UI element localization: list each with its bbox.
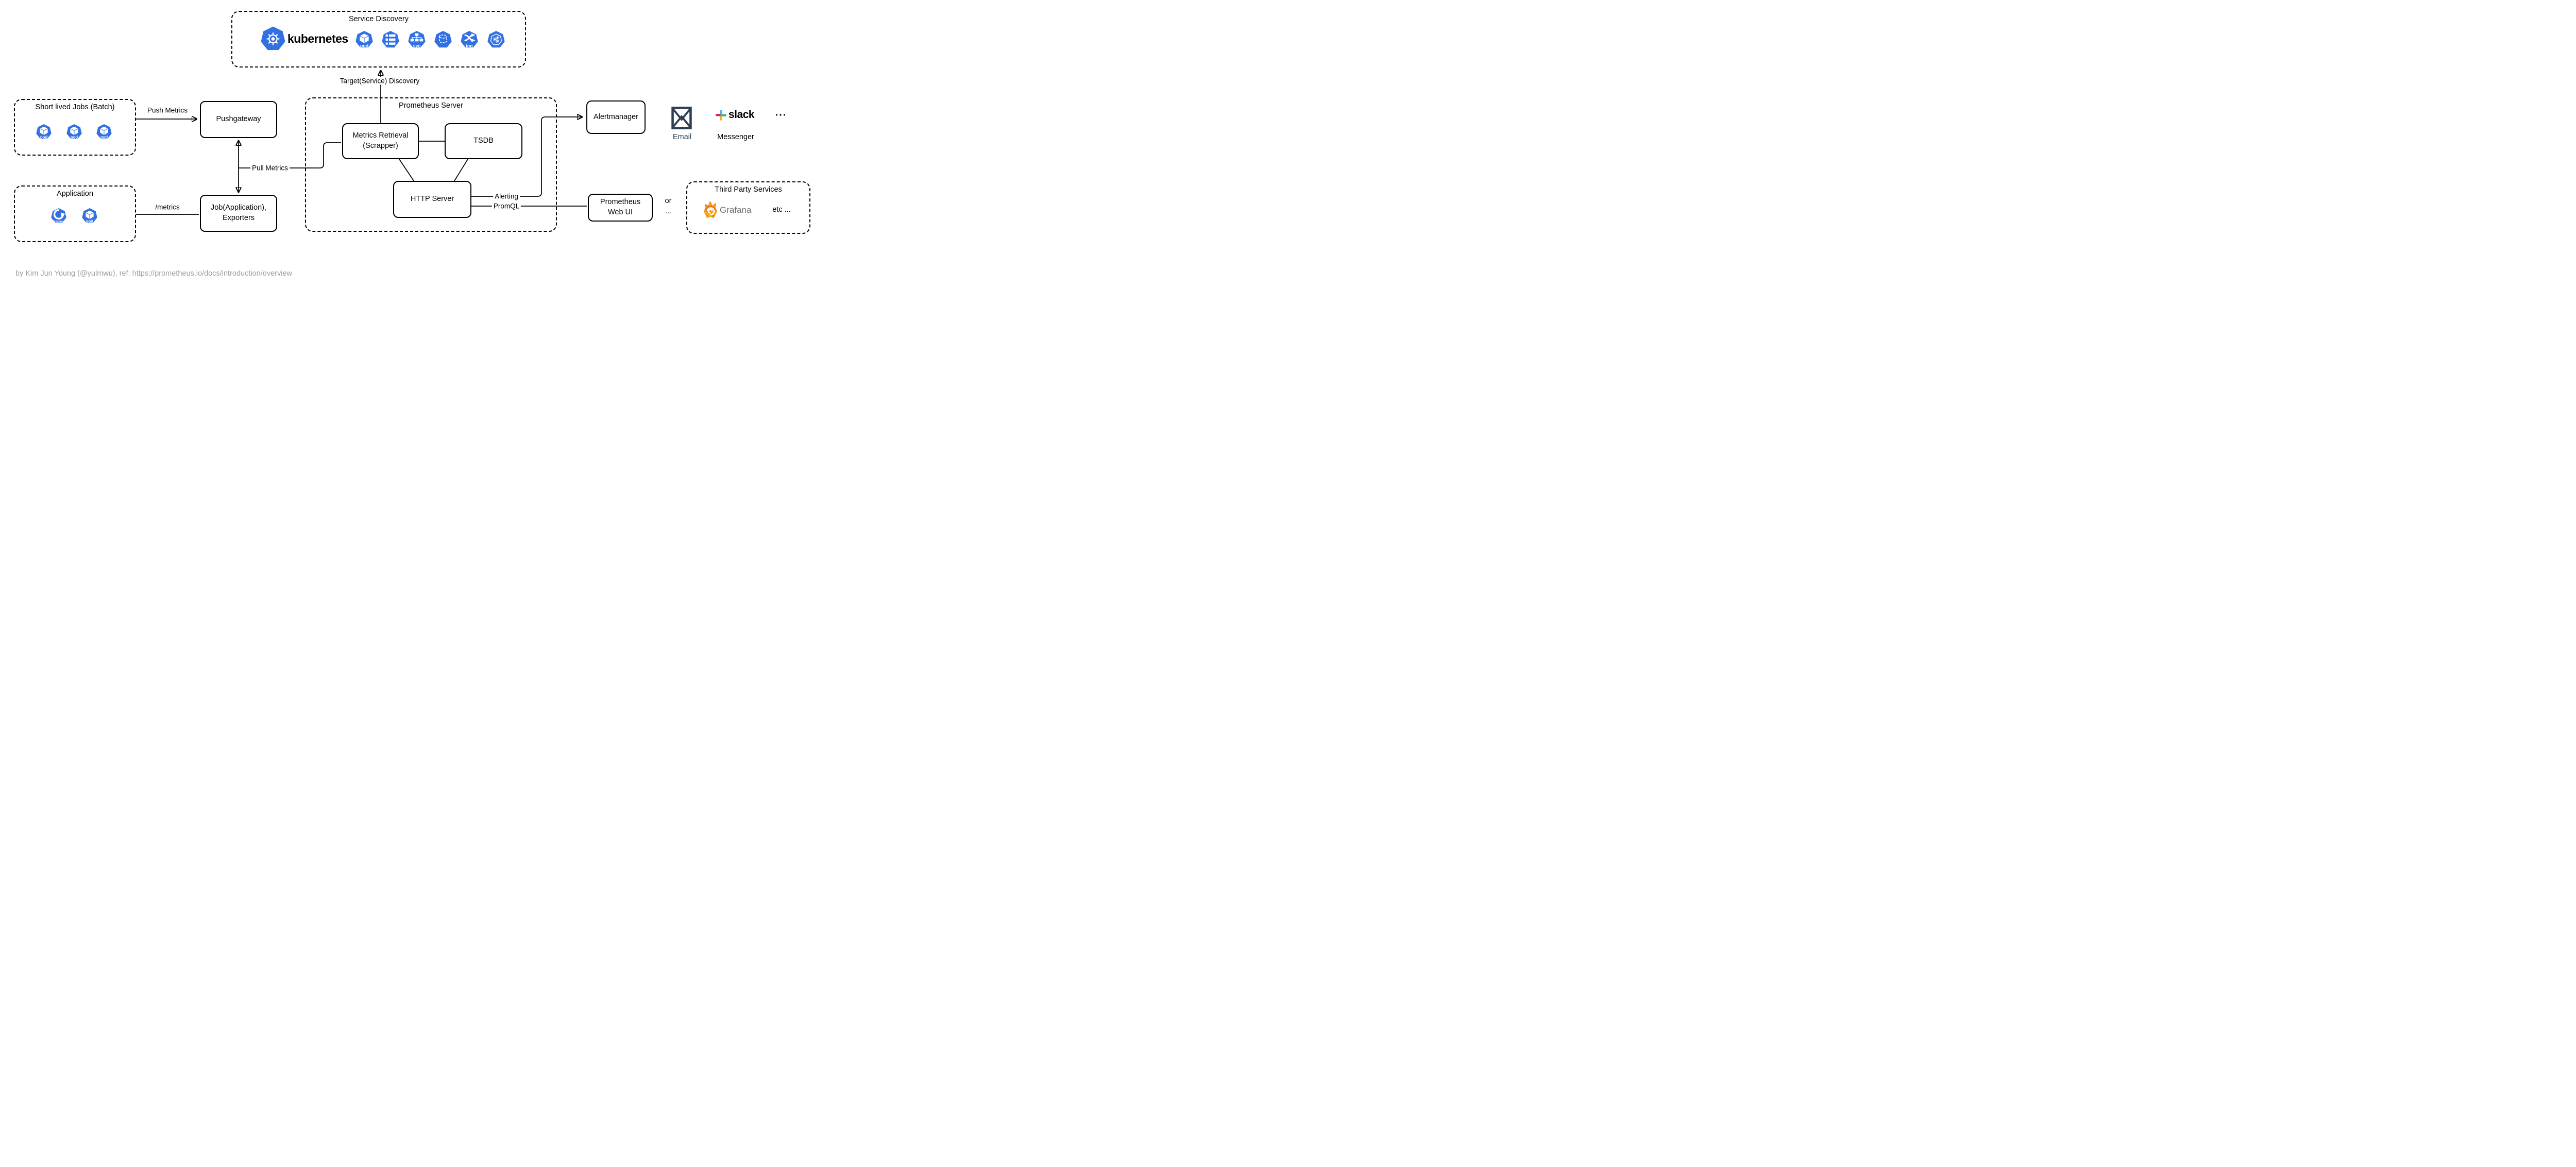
k8s-pod-label: pod: [360, 43, 368, 48]
pushgateway-label: Pushgateway: [216, 115, 261, 124]
etc-label: etc ...: [772, 206, 791, 214]
slack-icon: [715, 109, 727, 121]
pushgateway-node: Pushgateway: [200, 101, 277, 138]
k8s-replicaset-icon: [382, 30, 399, 49]
prometheus-web-ui-node: Prometheus Web UI: [588, 194, 653, 222]
grafana-wordmark: Grafana: [720, 205, 752, 215]
tsdb-label: TSDB: [473, 137, 494, 145]
push-metrics-label: Push Metrics: [145, 106, 190, 114]
metrics-retrieval-node: Metrics Retrieval (Scrapper): [342, 123, 419, 159]
http-server-label: HTTP Server: [410, 195, 454, 204]
tsdb-node: TSDB: [445, 123, 522, 159]
k8s-statefulset-icon: [434, 30, 452, 49]
prometheus-web-ui-line1: Prometheus: [600, 198, 641, 207]
pod-label: pod: [100, 135, 108, 140]
pod-icon: pod: [96, 123, 112, 141]
metrics-retrieval-line2: (Scrapper): [363, 142, 398, 150]
short-lived-jobs-group: Short lived Jobs (Batch): [14, 99, 136, 156]
prometheus-server-title: Prometheus Server: [399, 102, 463, 110]
k8s-svc-icon: svc: [408, 30, 426, 49]
pod-icon: pod: [36, 123, 52, 141]
metrics-path-label: /metrics: [154, 203, 181, 211]
prometheus-architecture-diagram: Service Discovery kubernetes pod: [0, 0, 819, 292]
k8s-ing-label: ing: [466, 43, 472, 48]
job-exporters-node: Job(Application), Exporters: [200, 195, 277, 232]
pod-label: pod: [40, 135, 48, 140]
more-notifications-dots: ...: [775, 107, 787, 119]
alerting-label: Alerting: [493, 192, 520, 200]
application-group: Application: [14, 185, 136, 242]
pod-icon: pod: [82, 207, 97, 225]
promql-label: PromQL: [492, 202, 521, 210]
grafana-icon: [703, 200, 718, 219]
footer-credit: by Kim Jun Young (@yulmwu), ref: https:/…: [15, 269, 292, 278]
job-exporters-line2: Exporters: [222, 214, 255, 222]
service-discovery-group: Service Discovery: [231, 11, 526, 67]
third-party-title: Third Party Services: [715, 185, 782, 194]
k8s-svc-label: svc: [413, 43, 421, 48]
k8s-components-icon: [487, 30, 505, 49]
target-discovery-label: Target(Service) Discovery: [338, 77, 421, 85]
k8s-ing-icon: ing: [461, 30, 478, 49]
deploy-label: deploy: [53, 220, 64, 224]
alertmanager-label: Alertmanager: [593, 112, 639, 121]
job-exporters-line1: Job(Application),: [211, 204, 266, 212]
email-label: Email: [672, 133, 692, 141]
metrics-retrieval-line1: Metrics Retrieval: [352, 131, 409, 140]
email-icon: [671, 107, 692, 129]
prometheus-web-ui-line2: Web UI: [607, 208, 633, 216]
alertmanager-node: Alertmanager: [586, 100, 646, 134]
pod-label: pod: [71, 135, 78, 140]
third-party-group: Third Party Services: [686, 181, 810, 234]
kubernetes-wordmark: kubernetes: [287, 32, 348, 45]
slack-wordmark: slack: [728, 109, 755, 121]
deploy-icon: deploy: [51, 207, 66, 225]
service-discovery-title: Service Discovery: [348, 15, 409, 23]
pod-icon: pod: [66, 123, 82, 141]
k8s-pod-icon: pod: [355, 30, 373, 49]
pull-metrics-label: Pull Metrics: [250, 164, 290, 172]
or-dots-label: ...: [665, 207, 672, 215]
kubernetes-logo-icon: [261, 25, 285, 53]
pod-label: pod: [86, 219, 94, 224]
http-server-node: HTTP Server: [393, 181, 471, 218]
short-lived-jobs-title: Short lived Jobs (Batch): [35, 103, 115, 111]
application-title: Application: [57, 190, 93, 198]
or-label: or: [665, 197, 672, 205]
messenger-label: Messenger: [717, 133, 754, 141]
